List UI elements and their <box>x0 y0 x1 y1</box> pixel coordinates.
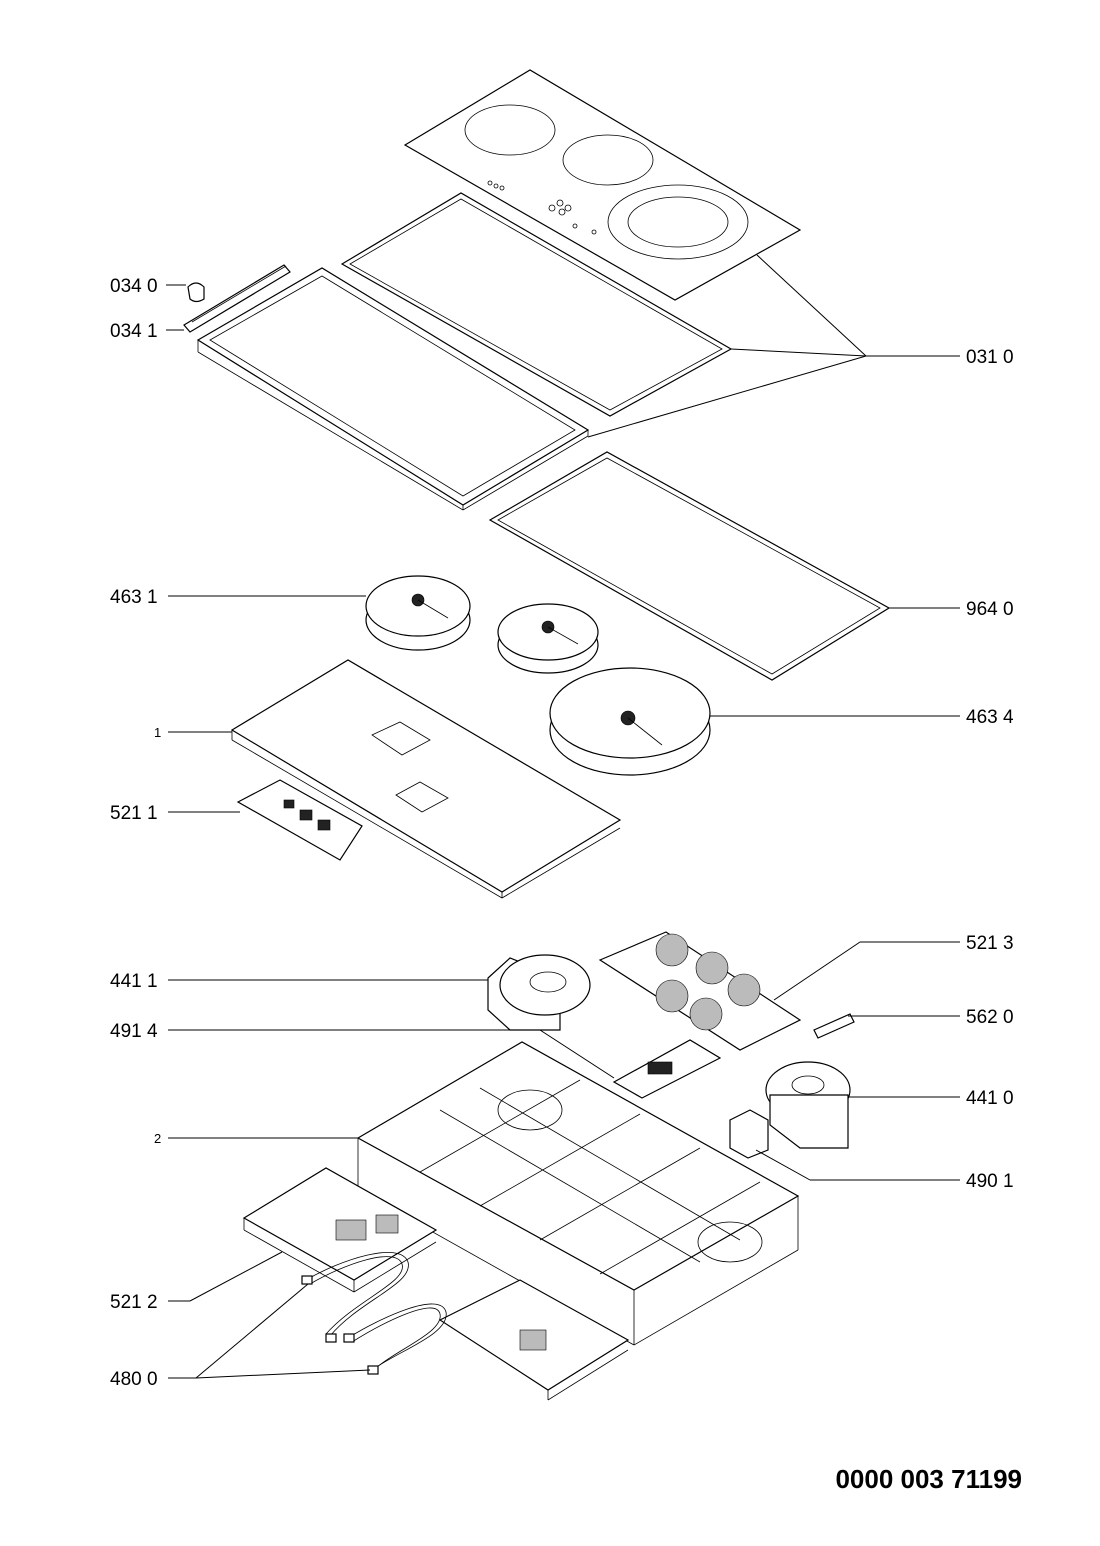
label-034-1: 034 1 <box>110 321 158 342</box>
label-441-0: 441 0 <box>966 1088 1014 1109</box>
induction-coil-front-left <box>365 575 471 651</box>
leader-lines <box>166 254 960 1379</box>
label-034-0: 034 0 <box>110 276 158 297</box>
label-521-2: 521 2 <box>110 1292 158 1313</box>
label-521-3: 521 3 <box>966 933 1014 954</box>
metal-frame <box>196 267 590 511</box>
fuse <box>813 1013 855 1039</box>
label-463-1: 463 1 <box>110 587 158 608</box>
label-463-4: 463 4 <box>966 707 1014 728</box>
power-board-top <box>598 931 802 1051</box>
label-491-4: 491 4 <box>110 1021 158 1042</box>
induction-coil-rear-left <box>497 603 599 674</box>
label-1: 1 <box>154 725 161 740</box>
callout-labels: 034 0 034 1 031 0 463 1 964 0 463 4 1 52… <box>110 276 1014 1390</box>
sensor-board <box>612 1039 722 1099</box>
bracket <box>183 264 291 333</box>
base-tray <box>356 1041 800 1346</box>
label-490-1: 490 1 <box>966 1171 1014 1192</box>
induction-coil-large <box>549 667 711 776</box>
label-964-0: 964 0 <box>966 599 1014 620</box>
label-480-0: 480 0 <box>110 1369 158 1390</box>
fan-right <box>765 1061 851 1149</box>
control-board <box>236 779 363 861</box>
label-2: 2 <box>154 1131 161 1146</box>
support-plate <box>230 659 622 899</box>
label-441-1: 441 1 <box>110 971 158 992</box>
document-number: 0000 003 71199 <box>835 1464 1022 1494</box>
fan-left <box>487 954 591 1031</box>
label-031-0: 031 0 <box>966 347 1014 368</box>
clip <box>187 282 205 303</box>
holder <box>729 1109 769 1159</box>
glass-top-plate <box>403 69 802 301</box>
power-board-left <box>242 1167 438 1293</box>
power-board-bottom <box>438 1279 630 1401</box>
label-562-0: 562 0 <box>966 1007 1014 1028</box>
label-521-1: 521 1 <box>110 803 158 824</box>
cable-harness <box>301 1252 447 1375</box>
